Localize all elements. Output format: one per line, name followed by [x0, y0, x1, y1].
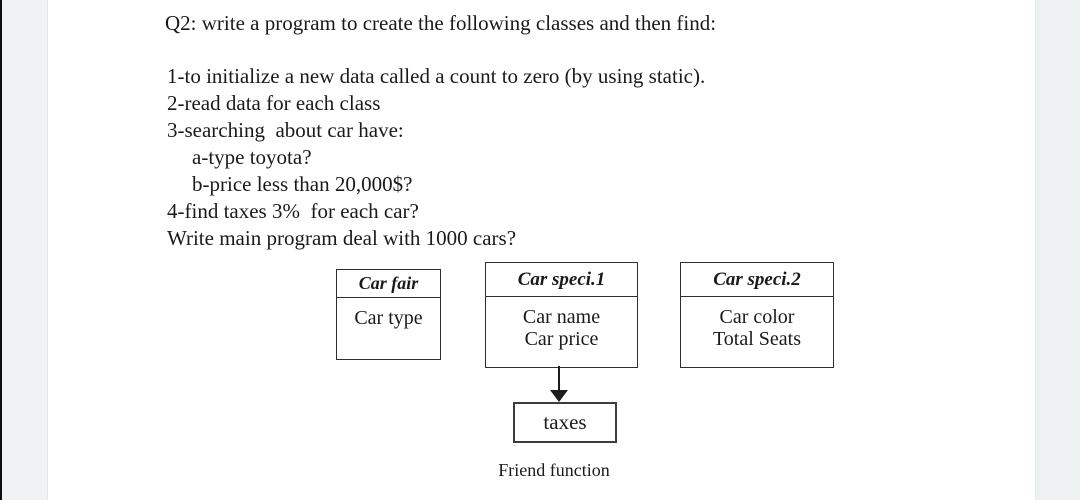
down-arrow-head-icon — [550, 390, 568, 402]
function-box-taxes: taxes — [513, 402, 617, 443]
class-title: Car speci.2 — [681, 263, 833, 297]
class-title: Car fair — [337, 270, 440, 298]
question-subline-a: a-type toyota? — [192, 145, 312, 169]
page-left-margin — [0, 0, 48, 500]
class-box-car-fair: Car fair Car type — [336, 269, 441, 360]
question-line: 3-searching about car have: — [167, 118, 404, 142]
class-member: Car color — [719, 306, 795, 328]
class-box-car-speci-2: Car speci.2 Car color Total Seats — [680, 262, 834, 368]
page-right-margin — [1035, 0, 1080, 500]
question-body: 1-to initialize a new data called a coun… — [167, 63, 705, 252]
class-member: Car price — [524, 328, 599, 350]
question-line: 1-to initialize a new data called a coun… — [167, 64, 706, 88]
question-line: 2-read data for each class — [167, 91, 381, 115]
class-member: Total Seats — [712, 328, 802, 350]
class-box-car-speci-1: Car speci.1 Car name Car price — [485, 262, 638, 368]
class-member: Car name — [522, 306, 601, 328]
class-member: Car type — [354, 307, 423, 329]
down-arrow-line — [558, 366, 560, 391]
friend-function-caption: Friend function — [498, 460, 610, 480]
class-title: Car speci.1 — [486, 263, 637, 297]
question-subline-b: b-price less than 20,000$? — [192, 172, 413, 196]
question-line: Write main program deal with 1000 cars? — [167, 226, 517, 250]
question-title: Q2: write a program to create the follow… — [165, 11, 717, 35]
question-line: 4-find taxes 3% for each car? — [167, 199, 419, 223]
